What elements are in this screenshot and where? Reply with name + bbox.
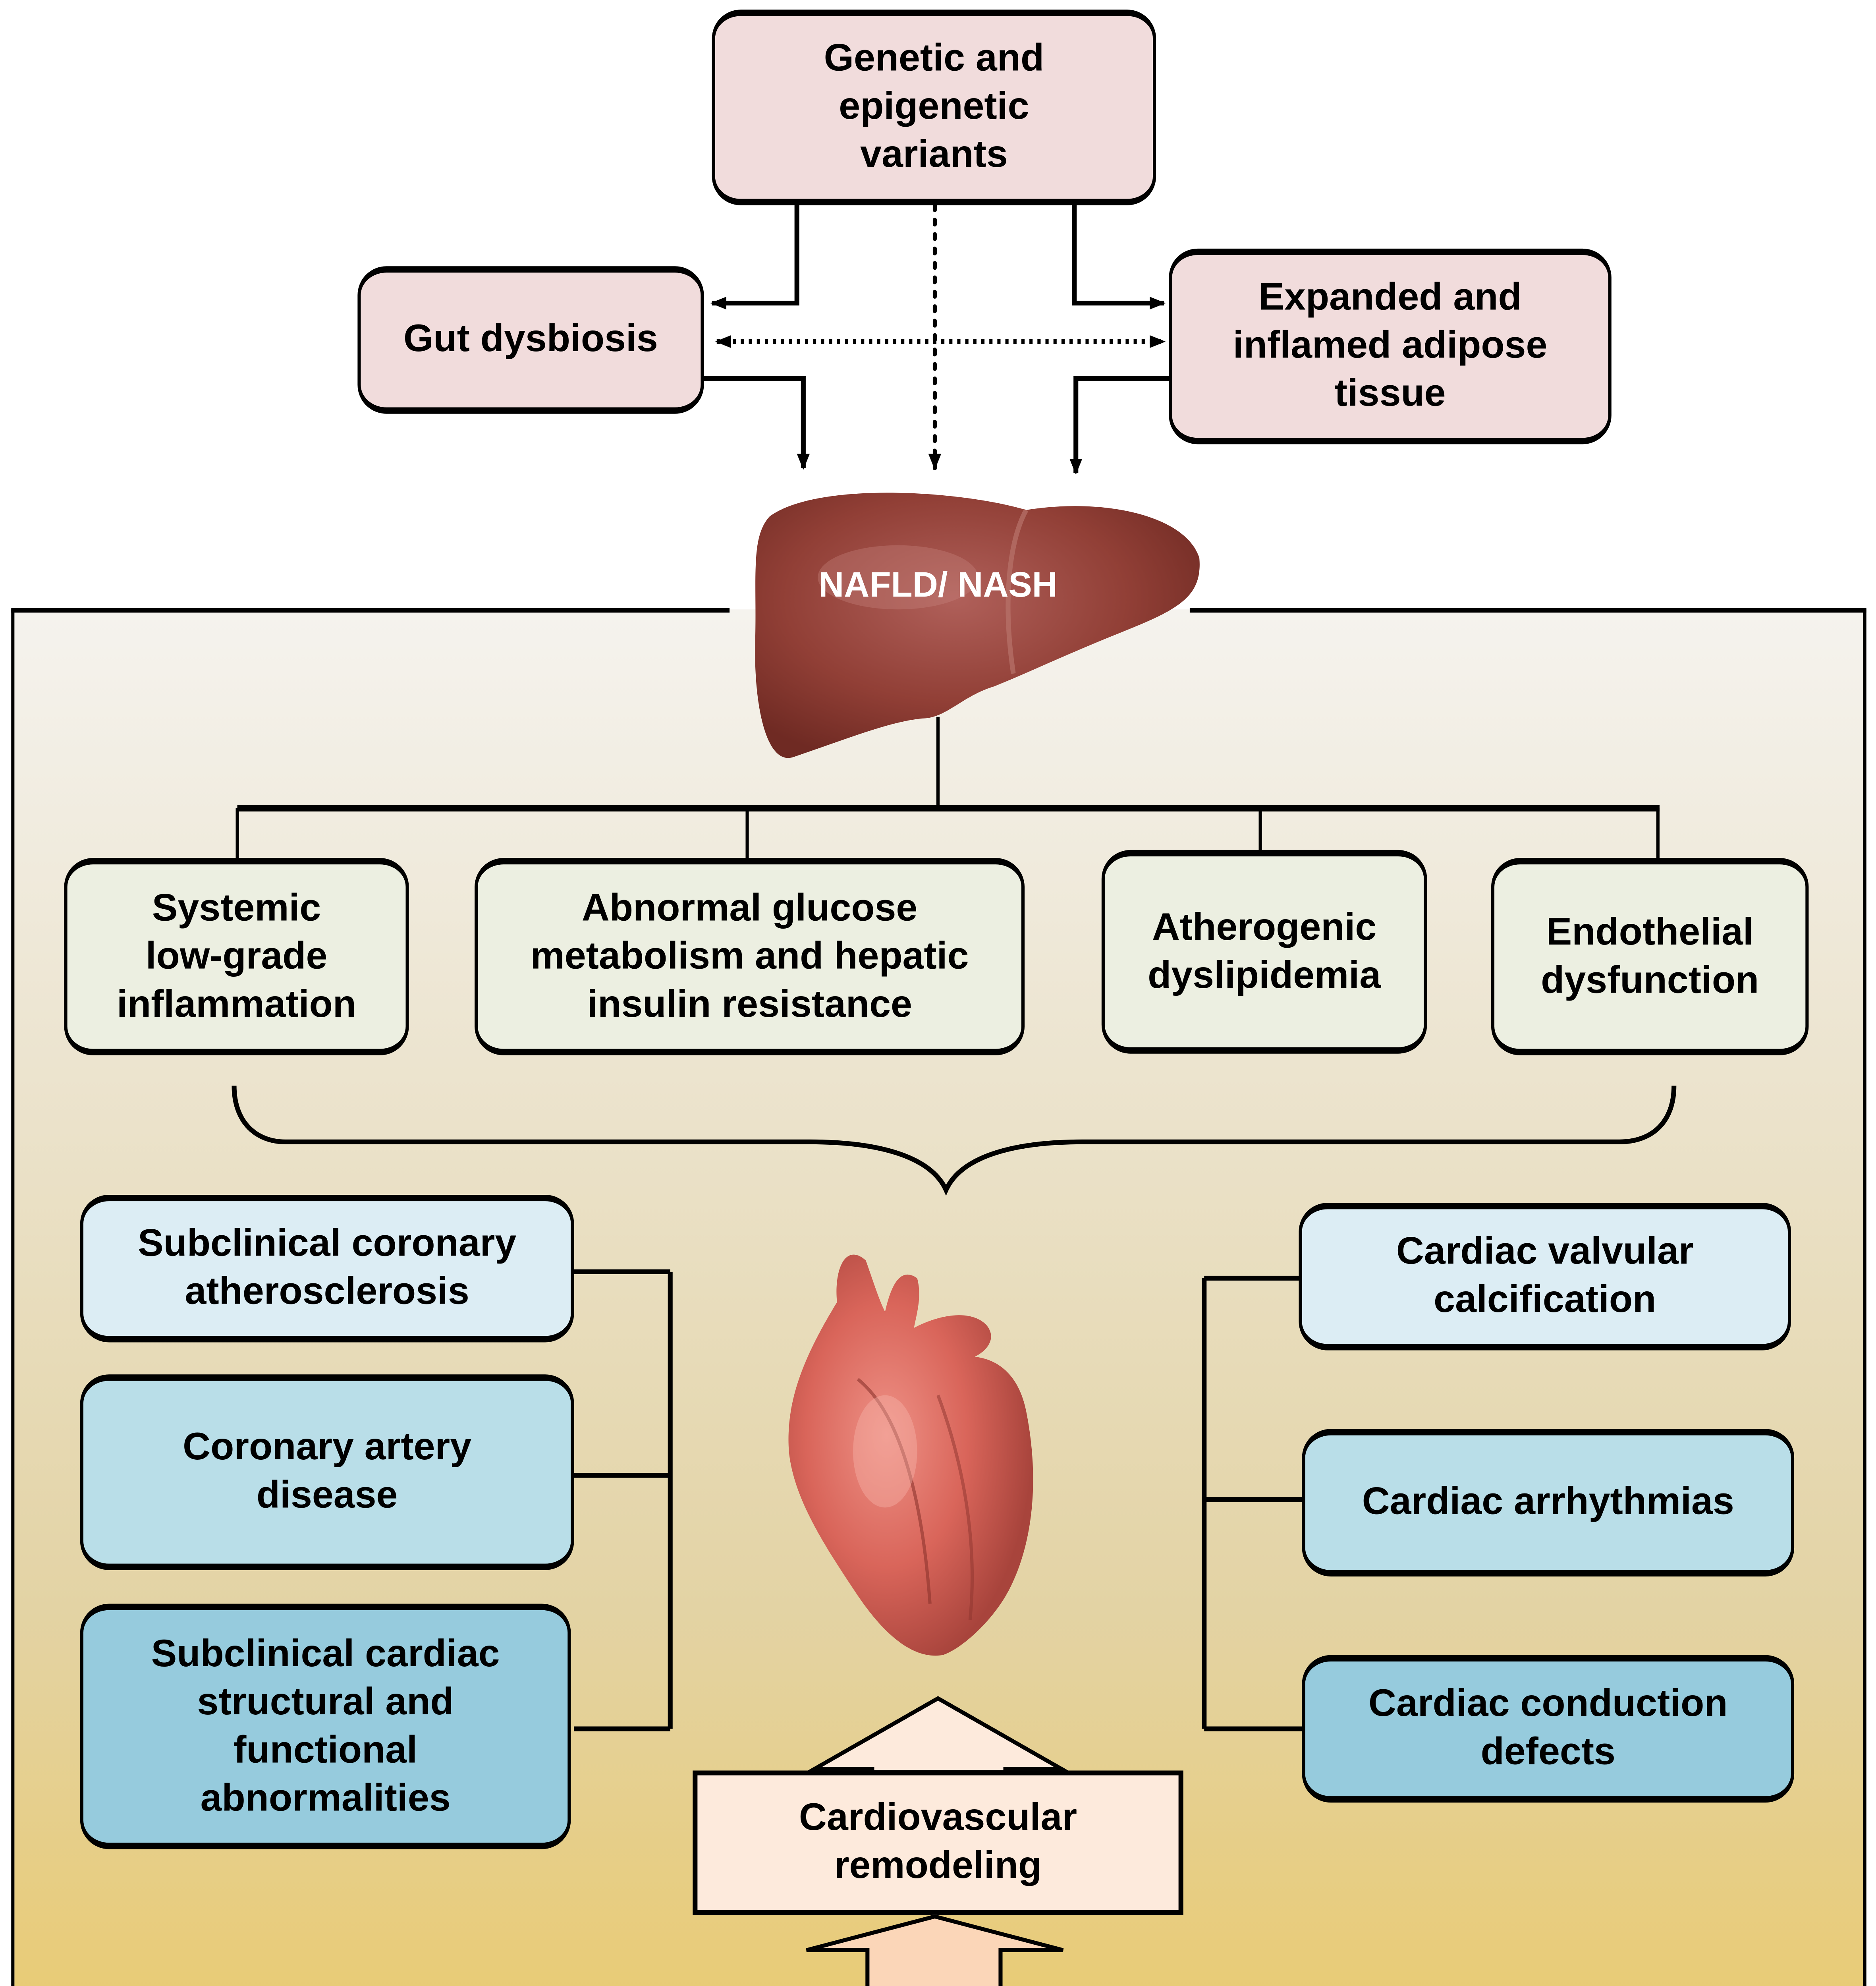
- outcome-coronary-artery-disease: Coronary artery disease: [80, 1374, 574, 1570]
- heart-icon: [788, 1254, 1033, 1656]
- curly-brace: [232, 1086, 1677, 1196]
- arrow-genetic-to-adipose: [1072, 205, 1166, 310]
- outcome-cardiac-arrhythmias: Cardiac arrhythmias: [1302, 1429, 1795, 1576]
- mechanism-tree-lines: [235, 717, 1660, 858]
- right-outcome-bracket: [1202, 1275, 1302, 1731]
- mechanism-inflammation: Systemic low-grade inflammation: [64, 858, 409, 1055]
- arrow-genetic-to-gut: [710, 205, 799, 310]
- outcome-valvular-calcification: Cardiac valvular calcification: [1299, 1203, 1791, 1350]
- left-outcome-bracket: [574, 1269, 673, 1731]
- arrow-gut-to-liver: [704, 376, 810, 470]
- factor-adipose-tissue: Expanded and inflamed adipose tissue: [1169, 248, 1612, 444]
- panel-top-border-right: [1189, 608, 1866, 613]
- liver-label: NAFLD/ NASH: [818, 564, 1058, 605]
- block-arrow-to-heart: [807, 1696, 1069, 1774]
- outcome-structural-functional-abnormalities: Subclinical cardiac structural and funct…: [80, 1603, 571, 1849]
- mechanism-endothelial-dysfunction: Endothelial dysfunction: [1491, 858, 1809, 1055]
- liver-icon: [755, 493, 1200, 758]
- outcome-subclinical-atherosclerosis: Subclinical coronary atherosclerosis: [80, 1195, 574, 1343]
- outcome-conduction-defects: Cardiac conduction defects: [1302, 1655, 1795, 1803]
- mechanism-dyslipidemia: Atherogenic dyslipidemia: [1101, 850, 1427, 1054]
- factor-gut-dysbiosis: Gut dysbiosis: [357, 266, 704, 414]
- panel-top-border-left: [11, 608, 730, 613]
- mechanism-glucose-insulin-resistance: Abnormal glucose metabolism and hepatic …: [475, 858, 1025, 1055]
- arrow-adipose-to-liver: [1069, 376, 1171, 475]
- block-arrow-to-remodeling: [806, 1914, 1064, 1986]
- factor-genetic-variants: Genetic and epigenetic variants: [712, 10, 1156, 205]
- step-cardiovascular-remodeling: Cardiovascular remodeling: [693, 1770, 1183, 1915]
